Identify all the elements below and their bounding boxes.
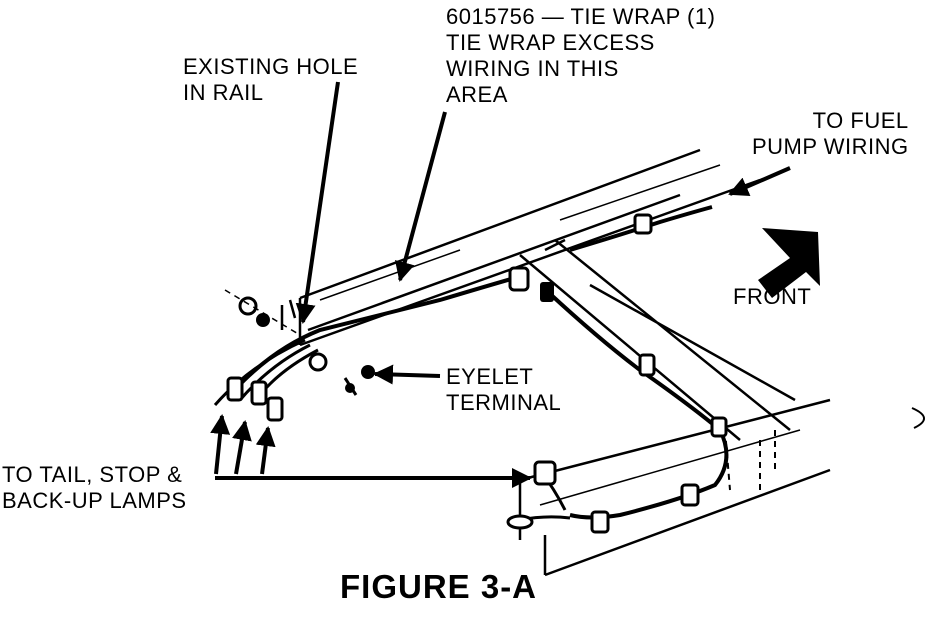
rear-member [518, 398, 831, 577]
connector [680, 483, 700, 507]
connector [633, 213, 653, 235]
eyelet-terminal-label: EYELET TERMINAL [446, 364, 562, 415]
fuel-pump-harness [569, 205, 713, 252]
connector [506, 514, 534, 530]
connector [590, 510, 610, 534]
connector [638, 353, 656, 377]
figure-caption: FIGURE 3-A [340, 568, 538, 605]
lamps-label: TO TAIL, STOP & BACK-UP LAMPS [2, 462, 187, 513]
connector [710, 416, 728, 438]
nut-icon [256, 313, 270, 327]
front-arrow-icon [758, 228, 820, 298]
callout-arrows [210, 81, 791, 488]
frame-rails [298, 148, 831, 577]
connector [540, 282, 554, 302]
existing-hole-label: EXISTING HOLE IN RAIL [183, 54, 359, 105]
fuel-pump-label: TO FUEL PUMP WIRING [752, 108, 909, 159]
connector [533, 460, 557, 486]
eyelet-terminal-icon [308, 352, 328, 372]
edge-mark [911, 407, 925, 429]
lamp-plug [266, 396, 284, 422]
lamp-plug [250, 380, 268, 406]
screw-icon [361, 365, 375, 379]
cross-harness [546, 290, 729, 520]
screw-icon [345, 383, 355, 393]
washer-icon [238, 296, 258, 316]
rail-hole [280, 299, 297, 330]
lamp-plug [226, 376, 244, 402]
tie-wrap-label: 6015756 — TIE WRAP (1) TIE WRAP EXCESS W… [446, 4, 716, 107]
connector [508, 266, 530, 292]
wiring-harness [213, 205, 729, 534]
front-label: FRONT [733, 284, 812, 309]
cross-member [519, 238, 796, 441]
